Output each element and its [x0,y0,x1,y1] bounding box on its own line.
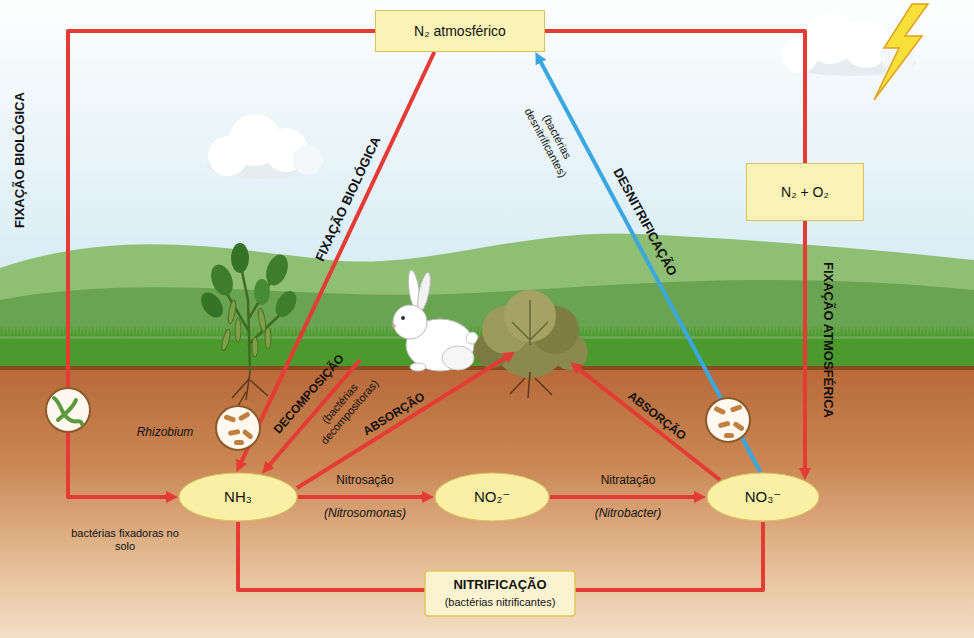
absorption-arrow [575,366,720,480]
organism-note: (bactérias desnitrificantes) [516,90,586,191]
lightning-bolt [874,4,928,100]
ellipse-outline [707,473,819,521]
denitrifying-bacteria-icon [718,421,731,429]
rabbit [442,346,474,370]
soybean-plant [252,337,258,357]
edge-label: Nitrosação [336,473,393,487]
lightning-bolt [874,4,928,100]
organism-name: (Nitrobacter) [595,506,662,520]
compound-ellipse: NH₃ [178,472,298,522]
rhizobium-icon [241,429,253,441]
rhizobium-icon [228,429,241,436]
denitrifying-bacteria-icon [724,433,734,438]
edge-label: FIXAÇÃO BIOLÓGICA [12,92,28,228]
rabbit [393,305,427,339]
rhizobium-icon [216,406,260,450]
cloud [207,114,323,179]
nitrification-label-box [425,571,575,616]
soybean-plant [257,308,267,333]
soybean-plant [232,372,268,406]
nitrogen-fixing-bacteria-icon [54,398,82,424]
rabbit [410,363,426,371]
rhizobium-icon [234,440,244,445]
nitrification-label-box [425,571,575,616]
soybean-plant [235,318,241,342]
soybean-plant [254,279,270,305]
node-text: NO₂⁻ [474,488,510,506]
rabbit [392,269,478,371]
denitrifying-bacteria-icon [730,404,743,413]
organism-note: (bactérias nitrificantes) [445,596,556,609]
cycle-arrow [550,495,700,499]
ellipse-outline [435,473,549,521]
denitrifying-bacteria-icon [706,398,750,442]
compound-box: N₂ atmosférico [375,10,545,52]
node-text: NH₃ [224,488,252,506]
edge-label: Nitratação [601,473,656,487]
cabbage [512,300,548,345]
soybean-plant [231,243,249,273]
organism-name: (Nitrosomonas) [324,506,406,520]
denitrifying-bacteria-icon [732,421,745,432]
nitrogen-fixing-bacteria-icon [46,388,90,432]
cycle-arrow [239,52,434,467]
denitrifying-bacteria-icon [713,406,726,416]
cabbage [510,372,552,398]
compound-box: N₂ + O₂ [746,163,864,221]
edge-label: NITRIFICAÇÃO [453,577,546,593]
cycle-arrow [538,57,760,472]
node-text: N₂ + O₂ [781,184,829,201]
cabbage [474,290,588,398]
soybean-plant [197,288,228,321]
soybean-plant [197,243,301,406]
absorption-arrow [575,366,720,480]
rabbit [401,316,405,320]
soybean-plant [220,329,231,352]
organism-name: Rhizobium [137,425,194,439]
edge-label: DESNITRIFICAÇÃO [610,165,680,278]
organism-note: bactérias fixadoras no solo [69,527,181,553]
compound-ellipse: NO₃⁻ [706,472,820,522]
soybean-plant [207,262,237,299]
node-text: N₂ atmosférico [414,23,506,40]
nitrogen-fixing-bacteria-icon [46,388,90,432]
cloud [293,145,323,175]
soybean-plant [265,327,271,349]
rabbit [392,324,396,328]
edge-label: FIXAÇÃO BIOLÓGICA [312,134,384,263]
soybean-plant [271,287,301,320]
cycle-arrow [298,495,428,499]
ellipse-outline [179,473,297,521]
node-text: NO₃⁻ [745,488,782,506]
edge-label: FIXAÇÃO ATMOSFÉRICA [820,262,836,418]
rhizobium-icon [216,406,260,450]
cycle-arrow [803,221,807,474]
denitrifying-bacteria-icon [706,398,750,442]
compound-ellipse: NO₂⁻ [434,472,550,522]
rhizobium-icon [223,414,236,423]
process-label: ABSORÇÃO [625,389,689,444]
rhizobium-icon [238,411,251,421]
